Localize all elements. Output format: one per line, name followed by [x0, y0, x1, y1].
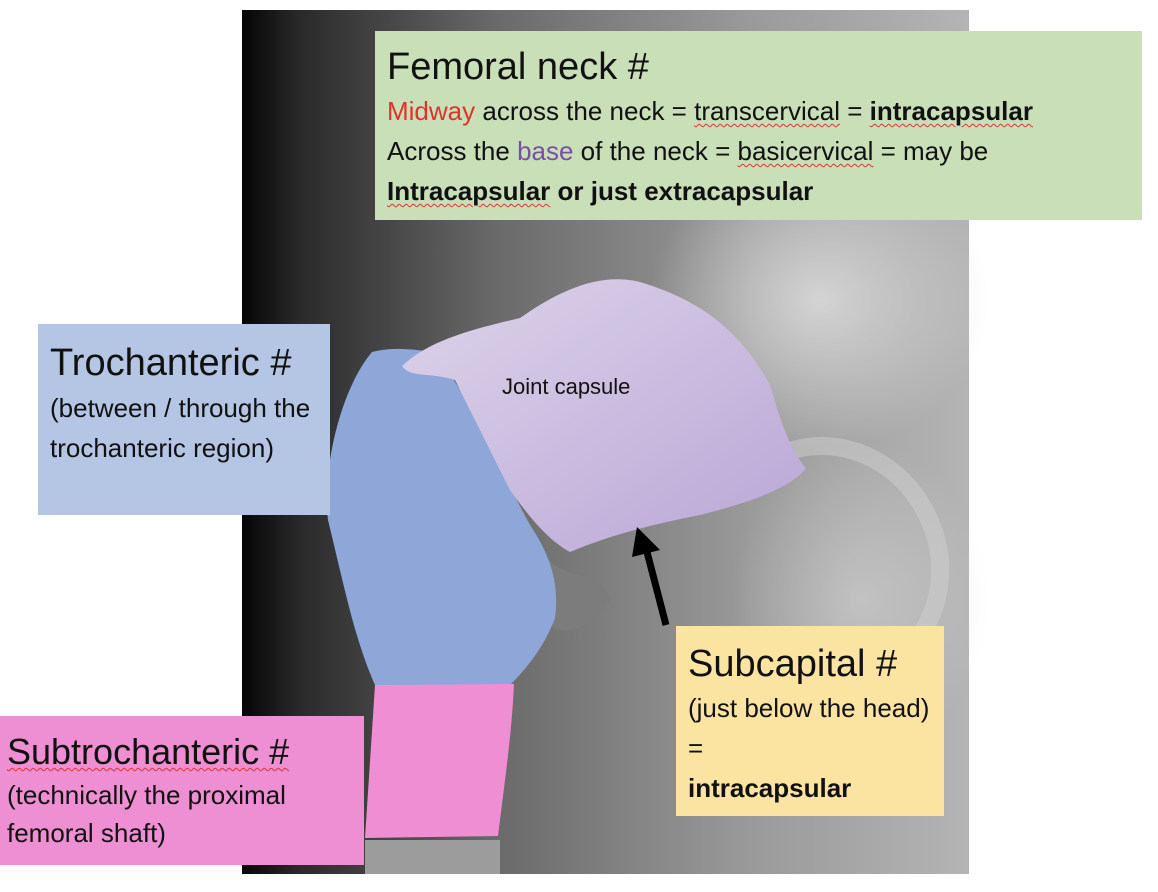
intracapsular-word: Intracapsular [387, 176, 551, 206]
neck-line-midway: Midway across the neck = transcervical =… [387, 91, 1130, 131]
midway-text-a: across the neck = [475, 96, 695, 126]
joint-capsule-region [402, 279, 806, 552]
trochanteric-title: Trochanteric # [50, 342, 292, 384]
extracapsular-text: or just extracapsular [550, 176, 814, 206]
arrow-icon [632, 527, 660, 557]
subtrochanteric-description: (technically the proximal femoral shaft) [7, 780, 286, 848]
lesser-trochanter [545, 560, 610, 631]
base-text-b: of the neck = [573, 136, 738, 166]
subcapital-description: (just below the head) = [688, 693, 930, 763]
joint-capsule-label: Joint capsule [502, 374, 631, 399]
transcervical-term: transcervical [694, 96, 841, 126]
base-text-c: = may be [873, 136, 989, 166]
femoral-shaft [365, 840, 500, 874]
neck-line-base: Across the base of the neck = basicervic… [387, 131, 1130, 171]
trochanteric-description: (between / through the trochanteric regi… [50, 393, 311, 463]
subtrochanteric-title: Subtrochanteric # [7, 731, 290, 772]
neck-line-capsular: Intracapsular or just extracapsular [387, 171, 1130, 211]
base-word: base [517, 136, 574, 166]
subtrochanteric-box: Subtrochanteric # (technically the proxi… [0, 716, 364, 865]
femoral-neck-box: Femoral neck # Midway across the neck = … [375, 31, 1142, 220]
base-text-a: Across the [387, 136, 518, 166]
subcapital-box: Subcapital # (just below the head) = int… [676, 626, 944, 816]
subtrochanteric-region [365, 684, 514, 838]
intracapsular-term: intracapsular [869, 96, 1033, 126]
trochanteric-box: Trochanteric # (between / through the tr… [38, 324, 330, 515]
subcapital-intracapsular: intracapsular [688, 773, 852, 803]
trochanteric-region [326, 348, 557, 692]
midway-text-b: = [840, 96, 870, 126]
midway-word: Midway [387, 96, 476, 126]
basicervical-term: basicervical [737, 136, 874, 166]
femoral-neck-title: Femoral neck # [387, 46, 649, 88]
arrow-shaft [643, 551, 670, 626]
subcapital-title: Subcapital # [688, 643, 898, 685]
